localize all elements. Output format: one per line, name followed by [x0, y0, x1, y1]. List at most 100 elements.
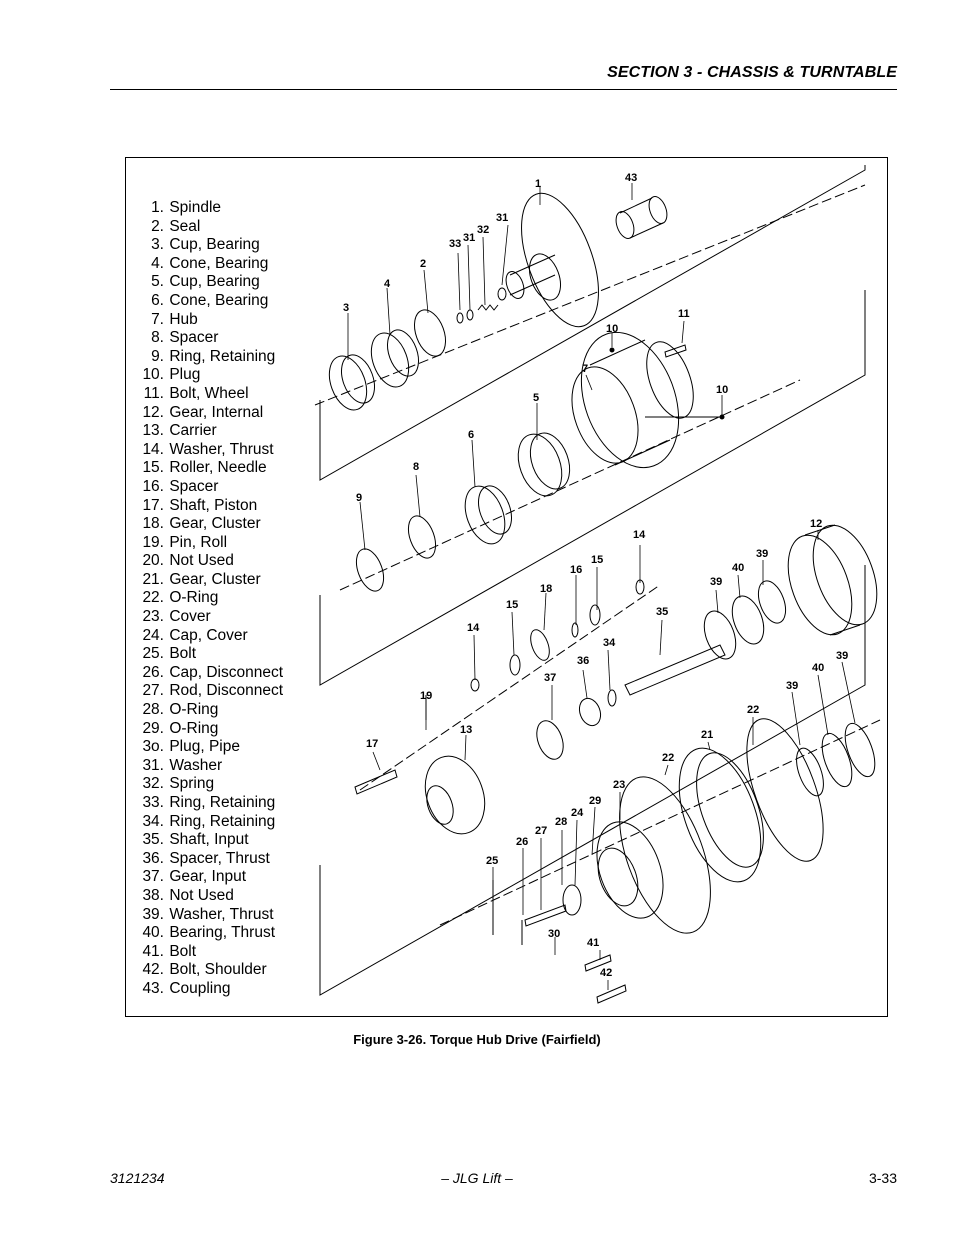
legend-item-number: 16.	[142, 477, 164, 495]
legend-item-number: 18.	[142, 515, 164, 533]
callout-label: 23	[613, 779, 625, 791]
callout-label: 32	[477, 224, 489, 236]
callout-label: 28	[555, 816, 567, 828]
legend-item-number: 9.	[151, 347, 164, 365]
legend-item: 25. Bolt	[137, 645, 283, 664]
legend-item-number: 15.	[142, 459, 164, 477]
legend-item-label: O-Ring	[169, 589, 219, 607]
legend-item-label: Gear, Internal	[169, 403, 264, 421]
callout-label: 39	[786, 680, 798, 692]
callout-label: 40	[732, 562, 744, 574]
legend-item-label: Not Used	[169, 886, 234, 904]
callout-label: 22	[662, 752, 674, 764]
legend-item-label: Spindle	[169, 199, 222, 216]
callout-label: 3	[343, 302, 349, 314]
legend-item-label: Bolt	[169, 942, 197, 960]
figure-frame	[125, 157, 888, 1017]
legend-item: 8. Spacer	[137, 329, 283, 348]
legend-item-number: 33.	[142, 794, 164, 811]
internal-gear-part	[787, 524, 878, 636]
legend-item-label: O-Ring	[169, 701, 219, 719]
legend-item-number: 25.	[142, 645, 164, 663]
legend-item-number: 4.	[151, 254, 164, 272]
legend-item-number: 5.	[151, 273, 164, 291]
callout-label: 21	[701, 729, 713, 741]
legend-item-label: Cone, Bearing	[169, 291, 269, 309]
legend-item: 21. Gear, Cluster	[137, 571, 283, 590]
legend-item: 4. Cone, Bearing	[137, 255, 283, 274]
legend-item-label: Gear, Input	[169, 868, 247, 886]
legend-item: 5. Cup, Bearing	[137, 273, 283, 292]
legend-item-label: Ring, Retaining	[169, 347, 276, 365]
legend-item-number: 34.	[142, 812, 164, 830]
callout-label: 36	[577, 655, 589, 667]
legend-item-label: Coupling	[169, 979, 231, 997]
legend-item: 33. Ring, Retaining	[137, 794, 283, 813]
band-2-outline	[319, 290, 866, 686]
callout-label: 14	[633, 529, 646, 541]
legend-item-number: 17.	[142, 496, 164, 514]
legend-item-number: 22.	[142, 589, 164, 607]
legend-item-number: 32.	[142, 775, 164, 793]
legend-item-number: 10.	[142, 366, 164, 384]
legend-item-label: Washer	[169, 756, 223, 774]
callout-label: 1	[535, 178, 541, 190]
legend-item-number: 11.	[143, 384, 164, 402]
callout-label: 11	[678, 308, 690, 320]
legend-item: 24. Cap, Cover	[137, 627, 283, 646]
callout-label: 27	[535, 825, 547, 837]
legend-item-label: Hub	[169, 310, 198, 328]
legend-item-label: Gear, Cluster	[169, 570, 261, 588]
legend-item-number: 21.	[142, 570, 164, 588]
legend-item-label: O-Ring	[169, 719, 219, 737]
legend-item-label: Washer, Thrust	[169, 905, 274, 923]
legend-item: 22. O-Ring	[137, 589, 283, 608]
callout-label: 9	[356, 492, 362, 504]
legend-item-number: 40.	[142, 924, 164, 942]
legend-item-label: Cone, Bearing	[169, 254, 269, 272]
legend-item-label: Roller, Needle	[169, 459, 267, 477]
legend-item: 41. Bolt	[137, 943, 283, 962]
legend-item-label: Bearing, Thrust	[169, 924, 275, 942]
callout-label: 39	[756, 548, 768, 560]
legend-item-label: Pin, Roll	[169, 533, 228, 551]
spindle-part	[505, 192, 599, 328]
callout-label: 24	[571, 807, 584, 819]
legend-item-number: 36.	[142, 849, 164, 867]
legend-item: 43. Coupling	[137, 980, 283, 999]
legend-item: 7. Hub	[137, 311, 283, 330]
legend-item-number: 6.	[151, 291, 164, 309]
legend-item-number: 20.	[142, 552, 164, 570]
legend-item-label: Shaft, Input	[169, 831, 249, 849]
callout-label: 19	[420, 690, 432, 702]
carrier-part	[424, 755, 486, 835]
legend-item-number: 35.	[142, 831, 164, 849]
legend-item-number: 19.	[142, 533, 164, 551]
callout-label: 31	[463, 232, 475, 244]
callout-label: 43	[625, 172, 637, 184]
legend-item-number: 26.	[142, 663, 164, 681]
legend-item: 35. Shaft, Input	[137, 831, 283, 850]
callout-label: 37	[544, 672, 556, 684]
legend-item-label: Ring, Retaining	[169, 794, 276, 811]
legend-item-number: 28.	[142, 701, 164, 719]
legend-item: 29. O-Ring	[137, 720, 283, 739]
legend-item-label: Carrier	[169, 422, 217, 440]
callout-label: 10	[606, 323, 618, 335]
legend-item: 27. Rod, Disconnect	[137, 682, 283, 701]
legend-item: 23. Cover	[137, 608, 283, 627]
footer-doc-number: 3121234	[110, 1170, 165, 1186]
callout-label: 26	[516, 836, 528, 848]
legend-item: 34. Ring, Retaining	[137, 813, 283, 832]
legend-item: 32. Spring	[137, 775, 283, 794]
legend-item: 31. Washer	[137, 757, 283, 776]
legend-item: 20. Not Used	[137, 552, 283, 571]
legend-item: 10. Plug	[137, 366, 283, 385]
legend-item: 40. Bearing, Thrust	[137, 924, 283, 943]
legend-item-number: 29.	[142, 719, 164, 737]
legend-item-label: Spring	[169, 775, 215, 793]
band-3-outline	[319, 565, 866, 996]
legend-item: 2. Seal	[137, 218, 283, 237]
legend-item-number: 12.	[142, 403, 164, 421]
legend-item-label: Plug, Pipe	[169, 738, 240, 756]
